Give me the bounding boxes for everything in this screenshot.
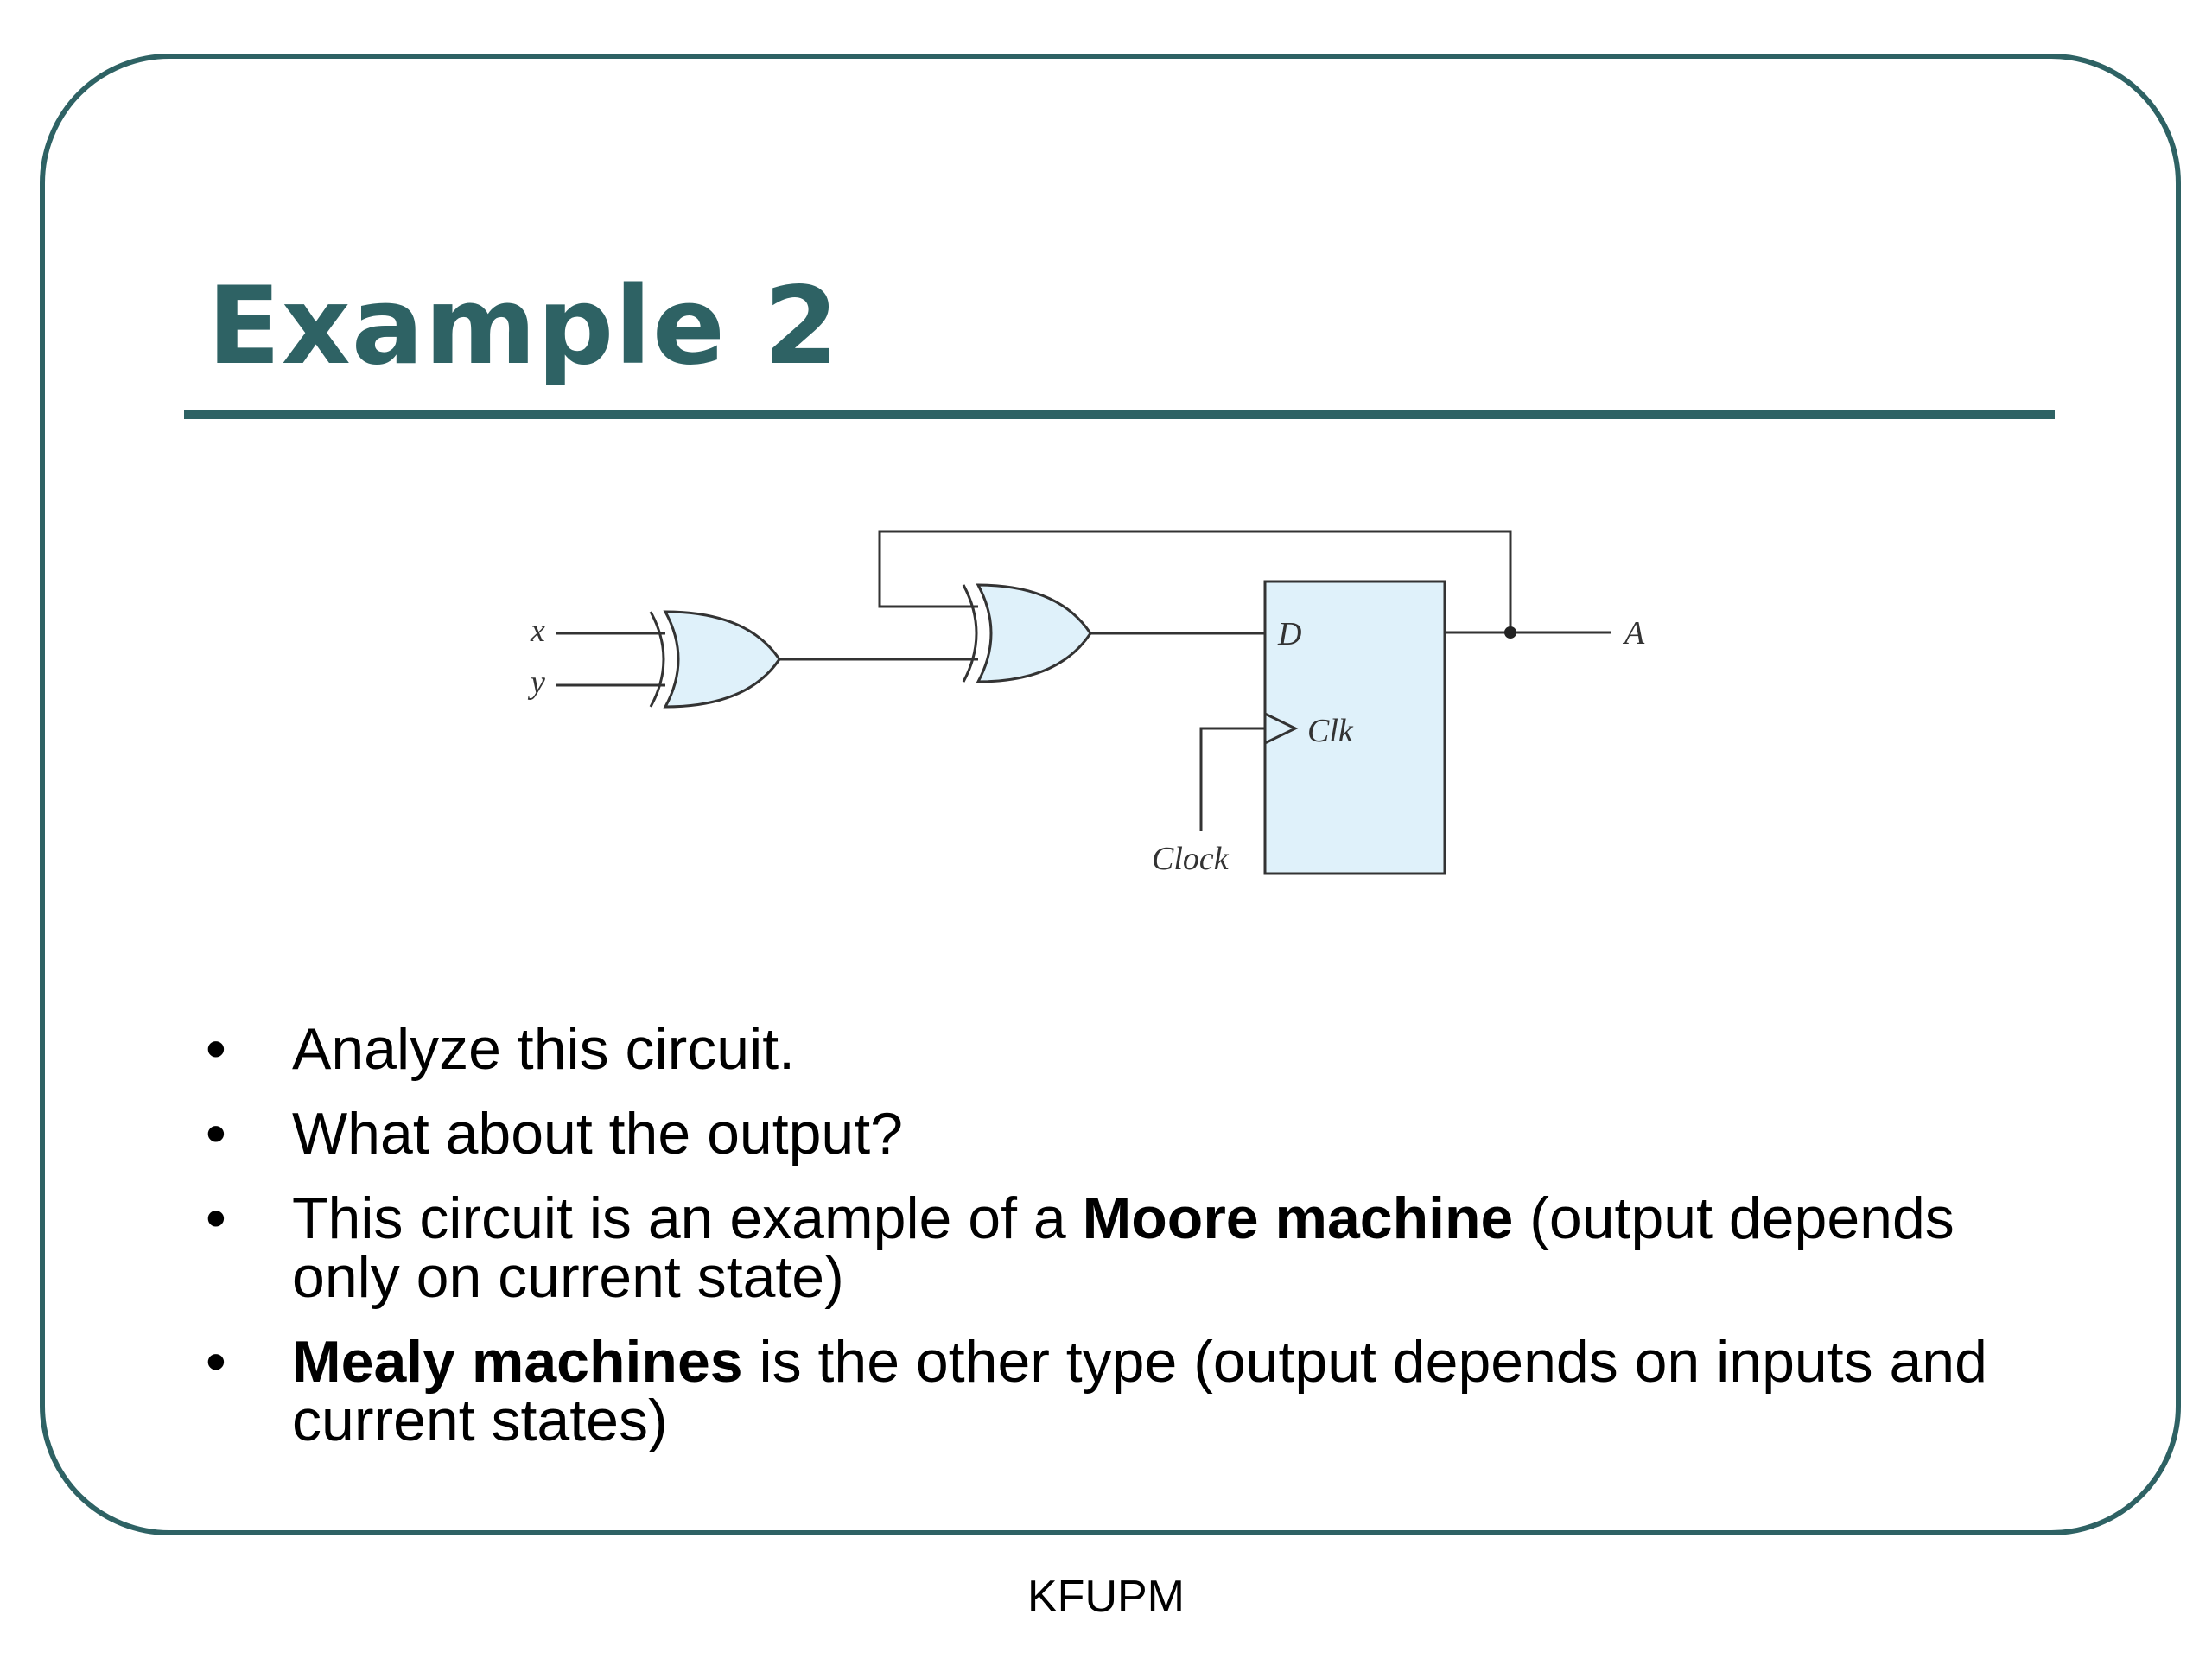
bullet-text: What about the output?: [292, 1101, 903, 1166]
input-x-label: x: [530, 613, 545, 649]
input-y-label: y: [527, 664, 545, 701]
wire-clock: [1199, 727, 1265, 831]
slide-title: Example 2: [207, 264, 840, 389]
clock-input-triangle: [1263, 711, 1299, 746]
mealy-machines-term: Mealy machines: [292, 1329, 743, 1395]
circuit-diagram: x y D Clk Clock A: [527, 530, 1645, 877]
bullet-list: • Analyze this circuit. • What about the…: [206, 1020, 2055, 1476]
wire-feedback: [878, 530, 1512, 632]
feedback-junction-dot: [1504, 626, 1516, 639]
bullet-item: • Analyze this circuit.: [206, 1020, 2055, 1078]
bullet-item: • What about the output?: [206, 1104, 2055, 1163]
output-a-label: A: [1622, 615, 1645, 652]
bullet-marker: •: [206, 1185, 226, 1251]
bullet-text-post: is the other type (output depends on inp…: [292, 1329, 1987, 1453]
footer-label: KFUPM: [1027, 1572, 1185, 1622]
moore-machine-term: Moore machine: [1082, 1185, 1514, 1251]
slide-frame: [40, 54, 2181, 1535]
bullet-marker: •: [206, 1016, 226, 1082]
title-divider: [184, 410, 2055, 419]
bullet-marker: •: [206, 1329, 226, 1395]
xor-gate-1: [649, 610, 781, 709]
bullet-text-pre: This circuit is an example of a: [292, 1185, 1083, 1251]
bullet-marker: •: [206, 1101, 226, 1166]
xor-gate-2: [962, 583, 1092, 683]
bullet-item: • This circuit is an example of a Moore …: [206, 1189, 2055, 1306]
clock-label: Clock: [1152, 841, 1230, 877]
bullet-text-post: (output depends only on current state): [292, 1185, 1955, 1310]
bullet-item: • Mealy machines is the other type (outp…: [206, 1332, 2055, 1450]
clk-pin-label: Clk: [1307, 713, 1354, 749]
d-pin-label: D: [1277, 616, 1301, 652]
bullet-text: Analyze this circuit.: [292, 1016, 795, 1082]
